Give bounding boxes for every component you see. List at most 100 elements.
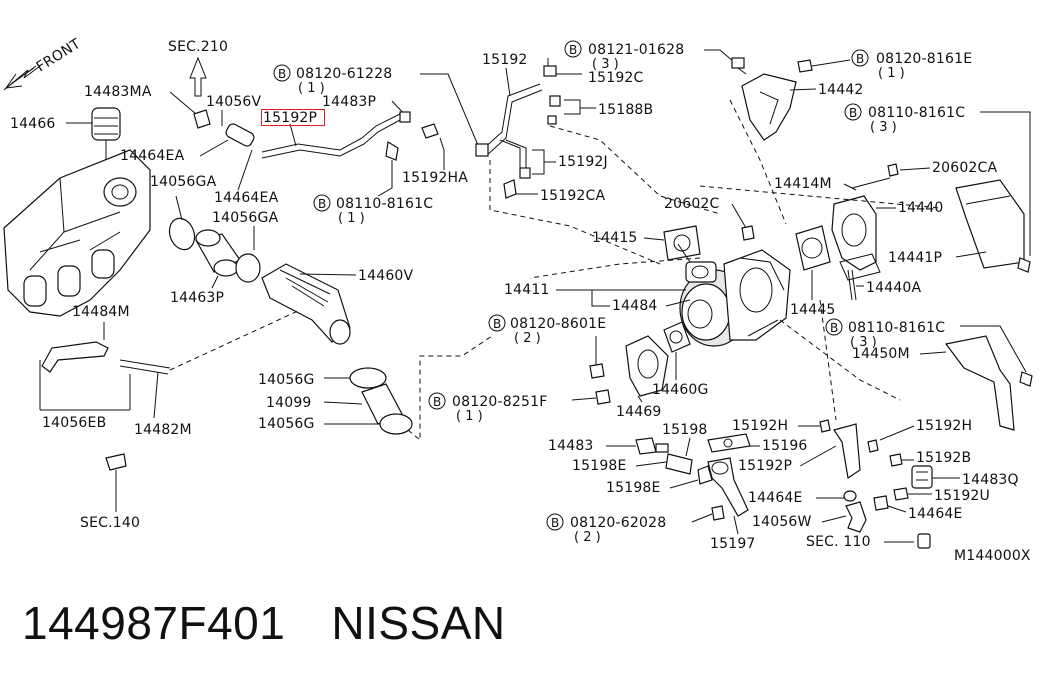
qty-08120-8601E: ( 2 ) <box>514 331 541 346</box>
part-14466: 14466 <box>10 116 56 132</box>
part-08120-61228: 08120-61228 <box>296 66 392 82</box>
bolt-marker: B <box>569 43 577 57</box>
part-08120-62028: 08120-62028 <box>570 515 666 531</box>
part-15192H-b: 15192H <box>916 418 972 434</box>
part-15196: 15196 <box>762 438 808 454</box>
part-08110-8161C-c: 08110-8161C <box>848 320 945 336</box>
part-14464EA-a: 14464EA <box>120 148 185 164</box>
highlight-box <box>261 109 325 126</box>
part-14484: 14484 <box>612 298 658 314</box>
part-14450M: 14450M <box>852 346 910 362</box>
part-08110-8161C-a: 08110-8161C <box>336 196 433 212</box>
part-14056G-a: 14056G <box>258 372 315 388</box>
qty-08120-61228: ( 1 ) <box>298 81 325 96</box>
turbocharger-14411 <box>677 243 791 347</box>
qty-08120-8251F: ( 1 ) <box>456 409 483 424</box>
bolt-marker: B <box>551 516 559 530</box>
part-14483P: 14483P <box>322 94 376 110</box>
part-14442: 14442 <box>818 82 864 98</box>
part-15197: 15197 <box>710 536 756 552</box>
qty-08120-62028: ( 2 ) <box>574 530 601 545</box>
drain-pipe-15197 <box>707 457 749 517</box>
caption: 144987F401 NISSAN <box>22 596 506 650</box>
front-arrow-icon <box>3 65 41 91</box>
part-14445: 14445 <box>790 302 836 318</box>
bolt-marker: B <box>278 67 286 81</box>
intake-manifold <box>3 149 151 317</box>
part-15198E-a: 15198E <box>572 458 627 474</box>
part-14464E-b: 14464E <box>908 506 963 522</box>
vacuum-actuator-14466 <box>91 107 121 160</box>
part-15192B: 15192B <box>916 450 971 466</box>
qty-08120-8161E: ( 1 ) <box>878 66 905 81</box>
part-15198E-b: 15198E <box>606 480 661 496</box>
qty-08121-01628: ( 3 ) <box>592 57 619 72</box>
gasket-14460G <box>663 321 691 353</box>
part-15192P-b: 15192P <box>738 458 792 474</box>
sec210-label: SEC.210 <box>168 39 228 55</box>
air-inlet-duct-14460V <box>261 263 351 345</box>
part-14056V: 14056V <box>206 94 262 110</box>
part-08121-01628: 08121-01628 <box>588 42 684 58</box>
gasket-14445 <box>795 225 831 271</box>
part-14463P: 14463P <box>170 290 224 306</box>
part-15192J: 15192J <box>558 154 608 170</box>
heat-shield-14442 <box>741 73 797 141</box>
part-14483MA: 14483MA <box>84 84 152 100</box>
caption-part-number: 144987F401 <box>22 597 286 649</box>
part-14469: 14469 <box>616 404 662 420</box>
part-14482M: 14482M <box>134 422 192 438</box>
part-15198: 15198 <box>662 422 708 438</box>
outlet-14469 <box>625 335 669 397</box>
qty-08110-8161C-c: ( 3 ) <box>850 335 877 350</box>
part-14464E-a: 14464E <box>748 490 803 506</box>
part-14440: 14440 <box>898 200 944 216</box>
oil-pipe-15192P <box>833 423 861 480</box>
part-14415: 14415 <box>592 230 638 246</box>
part-14464EA-b: 14464EA <box>214 190 279 206</box>
bolt-marker: B <box>493 317 501 331</box>
qty-08110-8161C-a: ( 1 ) <box>338 211 365 226</box>
connector-14483Q <box>911 465 933 489</box>
bolt-marker: B <box>318 197 326 211</box>
part-14099: 14099 <box>266 395 312 411</box>
vacuum-hose-15192P <box>261 113 401 153</box>
part-14483: 14483 <box>548 438 594 454</box>
part-08120-8161E: 08120-8161E <box>876 51 972 67</box>
sec110-label: SEC. 110 <box>806 534 871 550</box>
part-15192U: 15192U <box>934 488 990 504</box>
part-14483Q: 14483Q <box>962 472 1019 488</box>
clip-icon <box>105 453 127 471</box>
part-15192CA: 15192CA <box>540 188 606 204</box>
qty-08110-8161C-b: ( 3 ) <box>870 120 897 135</box>
part-15192C: 15192C <box>588 70 644 86</box>
caption-brand: NISSAN <box>331 597 506 649</box>
part-14414M: 14414M <box>774 176 832 192</box>
part-15188B: 15188B <box>598 102 653 118</box>
part-14056G-b: 14056G <box>258 416 315 432</box>
part-14411: 14411 <box>504 282 550 298</box>
part-14056GA-a: 14056GA <box>150 174 217 190</box>
part-08120-8251F: 08120-8251F <box>452 394 547 410</box>
part-14484M: 14484M <box>72 304 130 320</box>
part-15192HA: 15192HA <box>402 170 468 186</box>
part-14460G: 14460G <box>652 382 709 398</box>
part-14460V: 14460V <box>358 268 414 284</box>
part-15192: 15192 <box>482 52 528 68</box>
bolt-marker: B <box>433 395 441 409</box>
part-14056EB: 14056EB <box>42 415 106 431</box>
bolt-marker: B <box>856 52 864 66</box>
hose-14463P <box>195 229 261 283</box>
plug-icon <box>917 533 931 549</box>
front-label: FRONT <box>34 36 84 76</box>
part-20602CA: 20602CA <box>932 160 998 176</box>
part-20602C: 20602C <box>664 196 720 212</box>
part-14056W: 14056W <box>752 514 812 530</box>
part-08110-8161C-b: 08110-8161C <box>868 105 965 121</box>
heat-shield-14450M <box>944 335 1015 431</box>
gasket-14415 <box>663 225 701 261</box>
part-14056GA-b: 14056GA <box>212 210 279 226</box>
gasket-15196 <box>707 433 751 453</box>
bolt-marker: B <box>849 106 857 120</box>
